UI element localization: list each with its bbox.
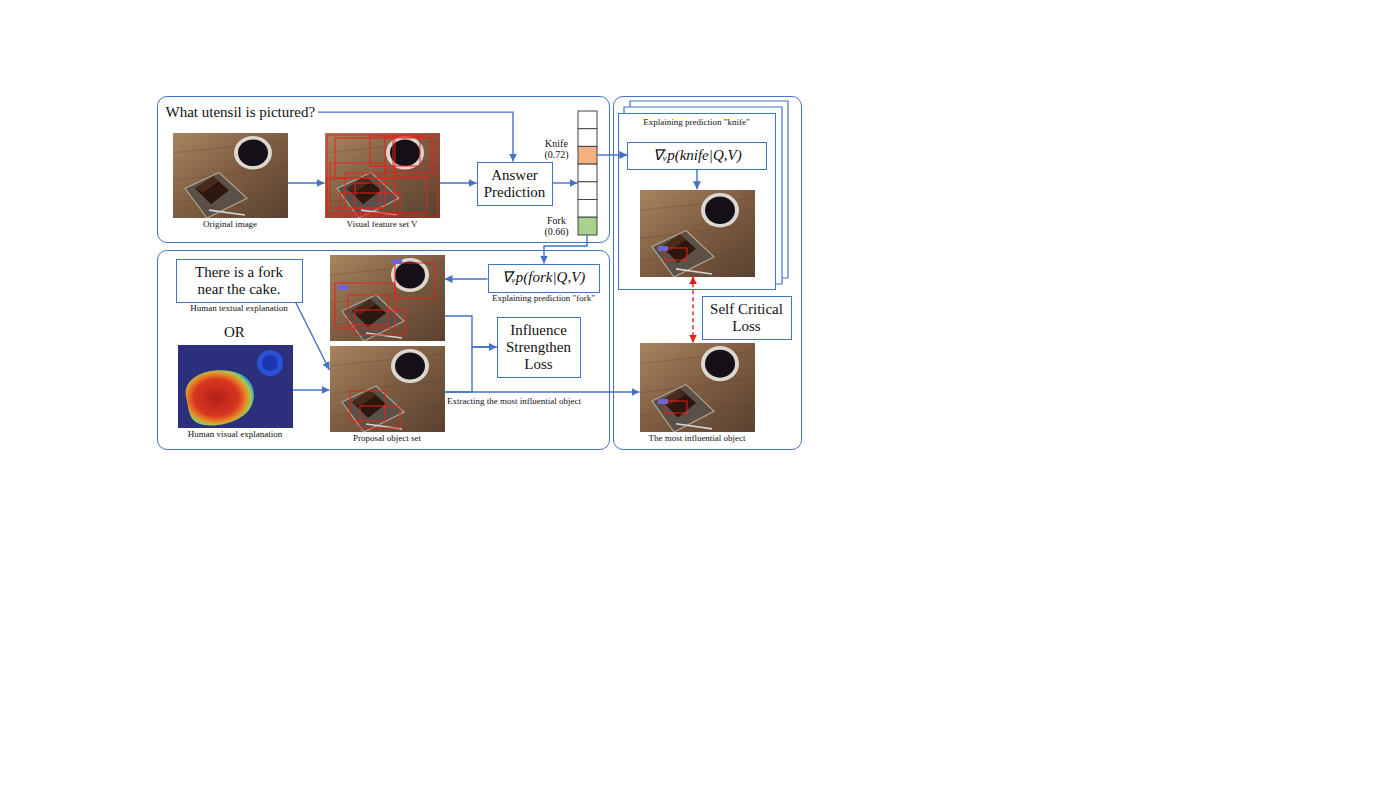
drawing-part	[335, 263, 435, 335]
process-box: ∇ᵥp(fork|Q,V)Explaining prediction "fork…	[488, 264, 600, 293]
caption: Explaining prediction "knife"	[643, 118, 749, 128]
caption: Visual feature set V	[346, 220, 417, 230]
drawing-part	[330, 346, 445, 432]
drawing-part	[355, 310, 405, 335]
drawing-part	[178, 345, 293, 428]
answer-label: Knife (0.72)	[539, 138, 575, 160]
process-box: Answer Prediction	[477, 162, 553, 207]
process-box: Self Critical Loss	[702, 296, 792, 341]
drawing-part	[640, 343, 755, 432]
drawing-part	[630, 101, 788, 278]
drawing-part	[335, 283, 395, 328]
feature-boxes	[327, 135, 438, 216]
node-text: ∇ᵥp(knife|Q,V)	[653, 147, 742, 164]
drawing-part	[385, 137, 430, 172]
flow-arrow	[445, 391, 640, 392]
drawing-part	[393, 138, 433, 176]
image-panel: The most influential object	[640, 343, 755, 432]
drawing-part	[340, 193, 400, 215]
drawing-part	[338, 285, 348, 290]
explanation-frame: ∇ᵥp(knife|Q,V) Explaining prediction "kni…	[618, 113, 776, 290]
node-text: Answer Prediction	[482, 167, 548, 202]
flow-arrow	[288, 182, 325, 183]
flow-arrow	[318, 112, 513, 161]
caption: The most influential object	[648, 434, 745, 444]
node-text: Influence Strengthen Loss	[502, 322, 576, 374]
flow-arrow	[696, 170, 697, 190]
drawing-part	[325, 133, 440, 218]
drawing-part	[640, 190, 755, 277]
drawing-part	[392, 259, 402, 264]
image-panel: Human visual explanation	[178, 345, 293, 428]
drawing-part	[658, 399, 668, 404]
proposal-boxes	[350, 391, 400, 428]
node-text: ∇ᵥp(fork|Q,V)	[502, 269, 586, 286]
caption: Proposal object set	[353, 434, 421, 444]
caption: Explaining prediction "fork"	[492, 294, 595, 304]
drawing-part	[665, 248, 687, 260]
answer-vector: Knife (0.72)Fork (0.66)	[578, 111, 597, 235]
image-panel	[639, 189, 754, 276]
caption: Human visual explanation	[188, 430, 282, 440]
flow-arrow	[296, 303, 330, 370]
edge-label: Extracting the most influential object	[447, 397, 581, 407]
process-box: There is a fork near the cake.Human text…	[176, 259, 303, 304]
panel: ∇ᵥp(knife|Q,V) Explaining prediction "kni…	[613, 96, 802, 450]
drawing-part	[578, 146, 597, 164]
drawing-part	[327, 135, 438, 216]
flow-arrow	[440, 182, 477, 183]
drawing-part	[370, 136, 420, 166]
flow-arrow	[597, 154, 628, 155]
image-panel: Original image	[173, 133, 288, 218]
drawing-part	[578, 217, 597, 235]
process-box: Influence Strengthen Loss	[497, 317, 581, 379]
photo	[173, 133, 755, 432]
drawing-part	[355, 183, 395, 213]
question-text: What utensil is pictured?	[163, 103, 319, 122]
drawing-part	[578, 129, 597, 147]
drawing-part	[360, 406, 400, 428]
drawing-part	[658, 246, 668, 251]
flow-arrow	[445, 316, 497, 347]
loss-arrow	[692, 276, 693, 342]
object-box	[658, 246, 687, 260]
back-frames	[624, 101, 788, 284]
proposal-boxes	[335, 259, 435, 335]
drawing-part	[330, 255, 445, 341]
image-panel: Visual feature set V	[325, 133, 440, 218]
drawing-part	[173, 133, 288, 218]
drawing-part	[395, 263, 435, 298]
answer-cells	[578, 111, 597, 235]
drawing-part	[578, 200, 597, 218]
image-panel: Proposal object set	[330, 346, 445, 432]
object-box	[658, 399, 687, 413]
caption: Original image	[203, 220, 257, 230]
answer-label: Fork (0.66)	[539, 215, 575, 237]
flow-arrow	[553, 182, 578, 183]
drawing-part	[624, 107, 782, 284]
panel: There is a fork near the cake. Human text…	[157, 250, 610, 450]
caption: Human textual explanation	[190, 304, 287, 314]
drawing-part	[578, 182, 597, 200]
panel: What utensil is pictured?Original imageV…	[157, 96, 610, 243]
image-panel	[330, 255, 445, 341]
flow-arrow	[544, 235, 587, 264]
flow-arrow	[293, 389, 330, 390]
node-text: There is a fork near the cake.	[181, 264, 298, 299]
drawing-part	[327, 178, 427, 213]
label: OR	[224, 324, 245, 341]
drawing-part	[578, 164, 597, 182]
flow-arrow	[445, 347, 497, 392]
drawing-part	[665, 401, 687, 413]
flow-arrow	[445, 278, 488, 279]
drawing-part	[578, 111, 597, 129]
drawing-part	[330, 163, 385, 208]
process-box: ∇ᵥp(knife|Q,V)	[627, 142, 767, 169]
node-text: What utensil is pictured?	[166, 104, 316, 121]
node-text: Self Critical Loss	[707, 301, 787, 336]
